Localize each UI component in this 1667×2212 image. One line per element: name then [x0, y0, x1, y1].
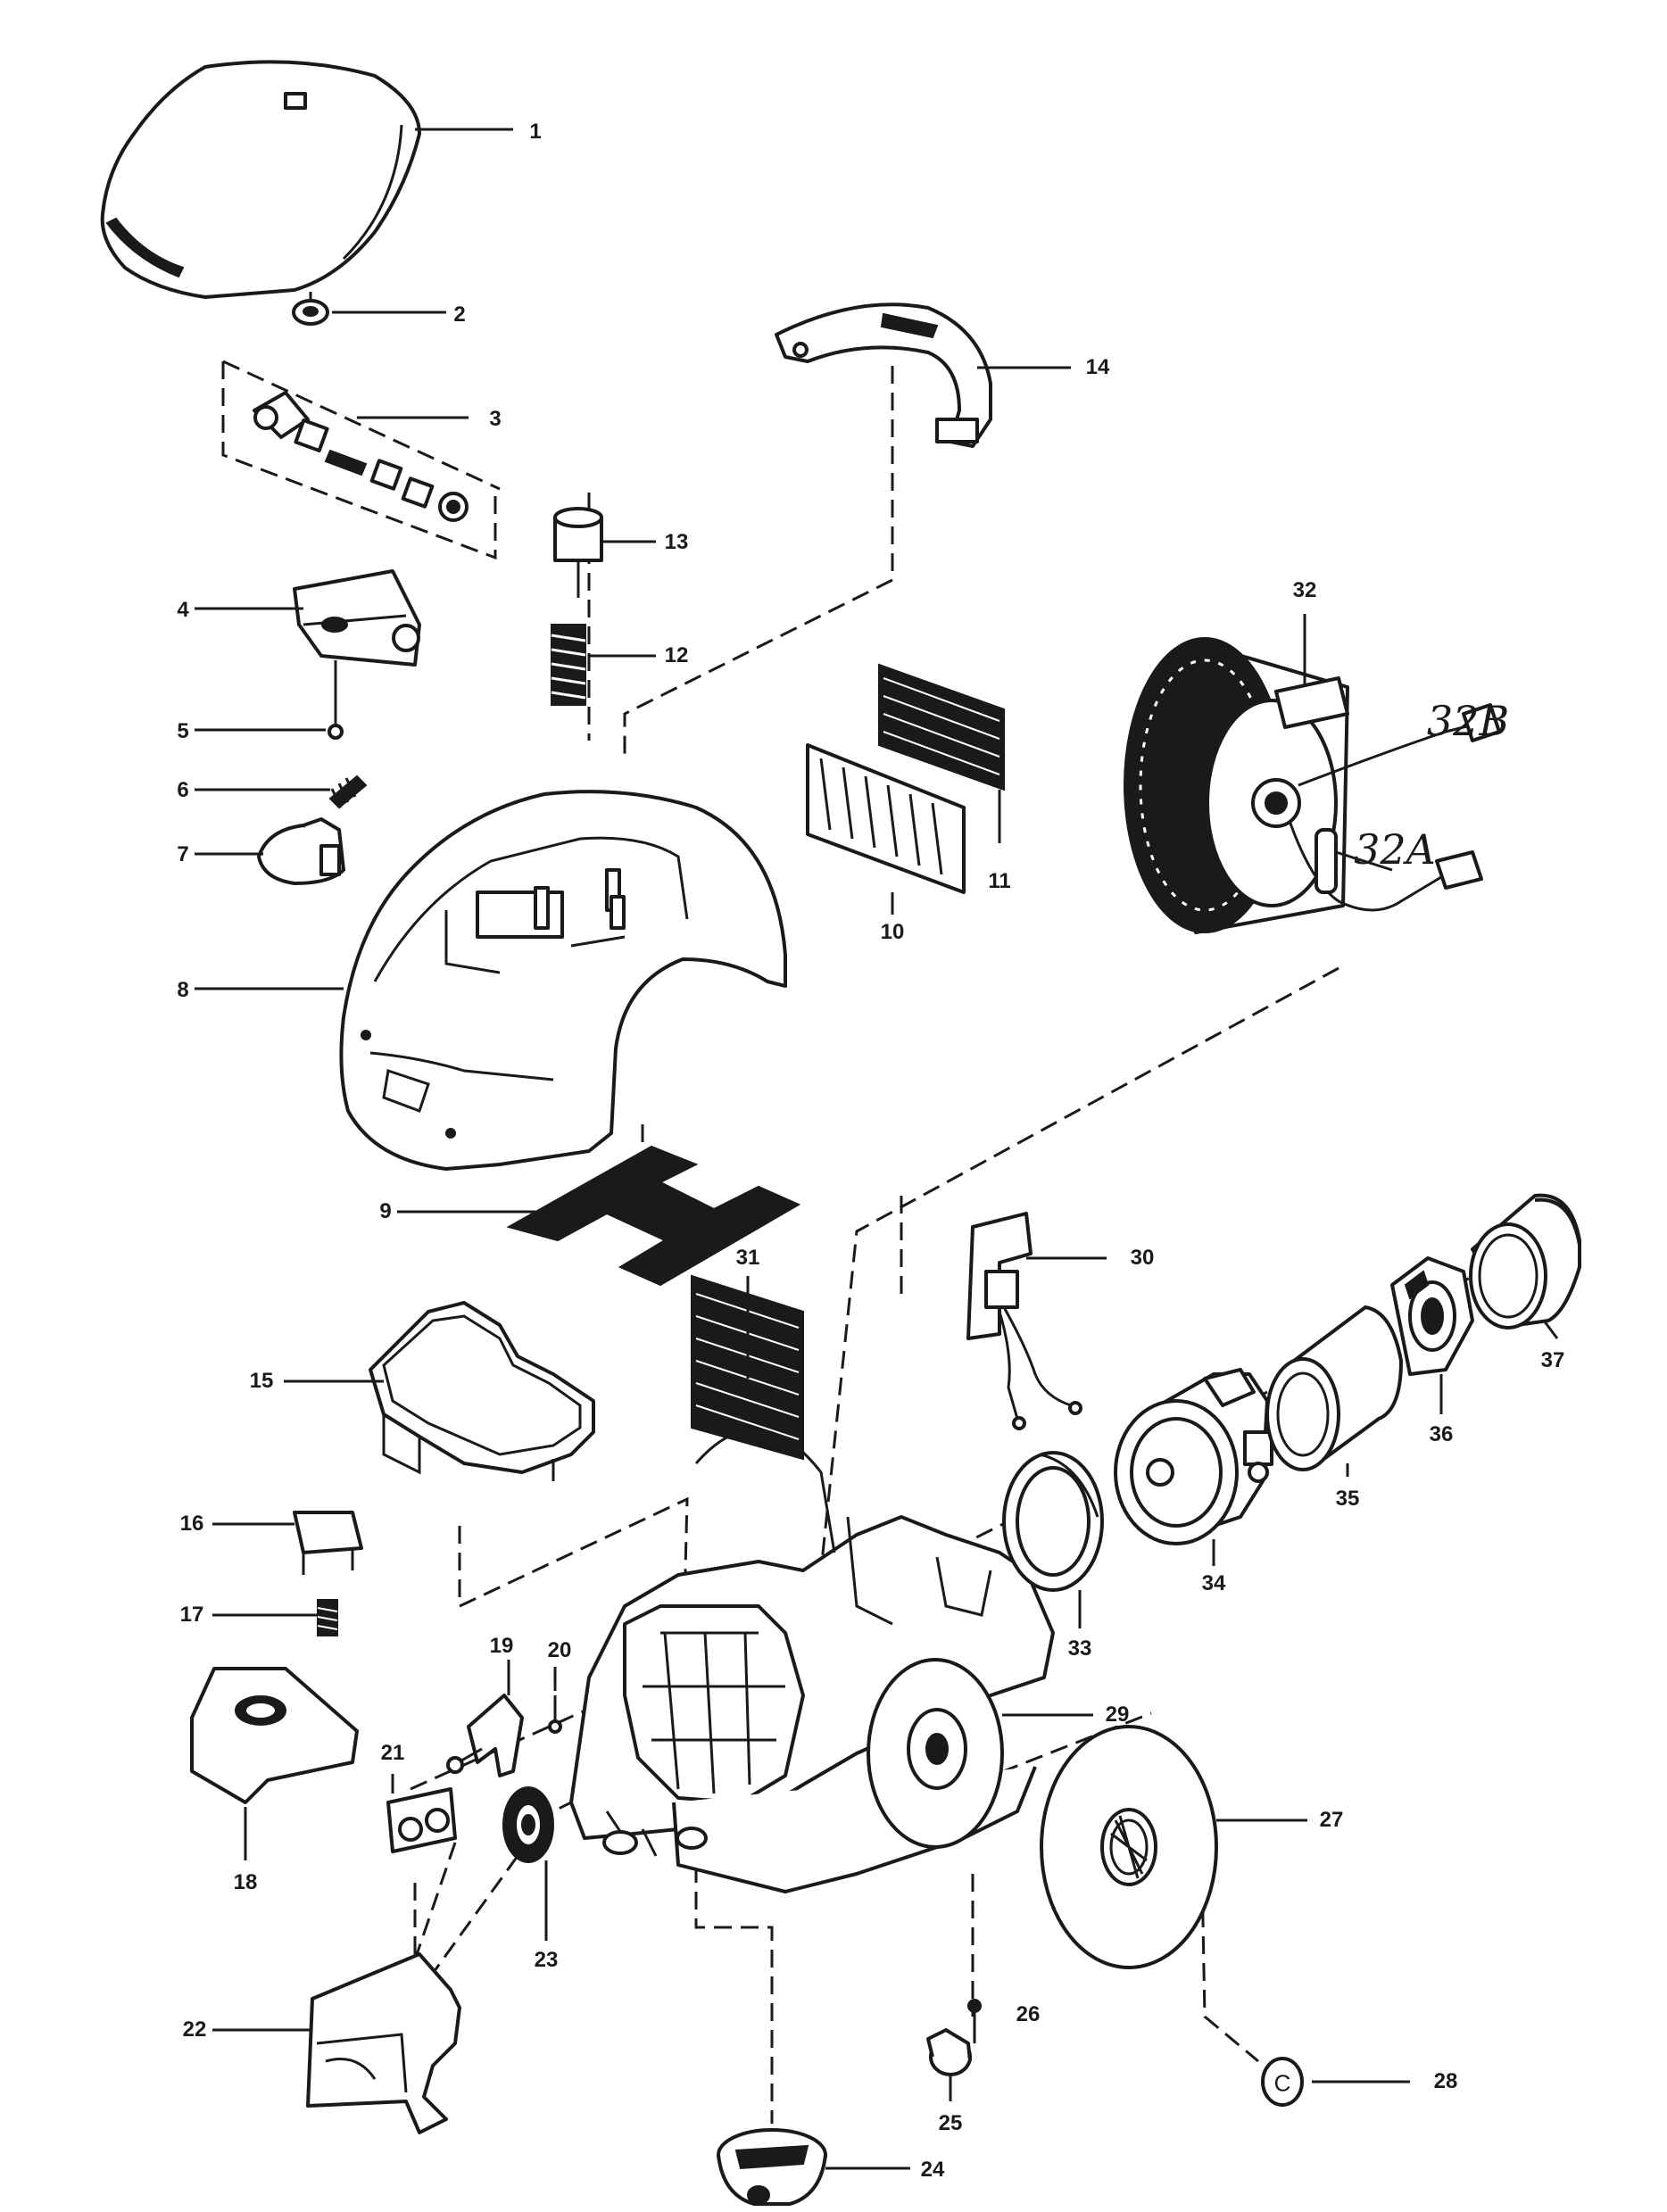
label-part-29: 29: [1105, 1702, 1130, 1727]
label-part-5: 5: [177, 719, 189, 743]
label-part-31: 31: [735, 1246, 760, 1270]
part-26-screw: [967, 1999, 982, 2043]
label-part-32: 32: [1292, 578, 1317, 602]
label-part-19: 19: [489, 1634, 514, 1658]
leader-lines: [195, 128, 1559, 2170]
part-2-washer: [292, 292, 329, 326]
part-25-knob: [926, 2028, 972, 2101]
label-part-2: 2: [453, 302, 466, 327]
part-13-cap: [553, 507, 603, 598]
part-19-lever: [446, 1694, 524, 1777]
label-part-20: 20: [547, 1638, 572, 1662]
part-5-screw: [328, 660, 344, 740]
part-11-filter: [878, 663, 1005, 791]
label-part-35: 35: [1335, 1487, 1360, 1511]
part-22-front-panel: [306, 1952, 461, 2134]
label-part-23: 23: [534, 1948, 559, 1972]
label-part-15: 15: [249, 1369, 274, 1393]
part-10-grille: [806, 743, 966, 894]
part-7-latch-button: [257, 817, 345, 885]
part-1-top-cover: [100, 60, 421, 299]
part-20-screw: [548, 1695, 562, 1734]
label-part-37: 37: [1540, 1348, 1565, 1372]
part-6-spring: [328, 775, 368, 809]
part-17-spring: [317, 1599, 338, 1636]
part-4-bracket: [293, 569, 421, 667]
part-29-main-body: [569, 1429, 1055, 1893]
part-37-end-cover: [1469, 1193, 1581, 1330]
label-part-17: 17: [179, 1603, 204, 1627]
label-part-18: 18: [233, 1870, 258, 1894]
label-part-27: 27: [1319, 1808, 1344, 1832]
part-12-spring: [551, 624, 586, 706]
label-part-21: 21: [380, 1741, 405, 1765]
part-21-switch: [386, 1787, 457, 1853]
hub-cap-letter: C: [1273, 2069, 1291, 2097]
label-part-6: 6: [177, 778, 189, 802]
label-part-3: 3: [489, 407, 502, 431]
label-part-1: 1: [529, 120, 542, 144]
part-36-bracket-ring: [1390, 1256, 1474, 1376]
part-3-latch-kit: [221, 361, 497, 560]
label-part-13: 13: [664, 530, 689, 554]
label-part-28: 28: [1433, 2069, 1458, 2093]
label-part-4: 4: [177, 598, 189, 622]
label-part-8: 8: [177, 978, 189, 1002]
part-8-housing: [339, 790, 787, 1171]
part-35-motor-filter: [1265, 1305, 1403, 1471]
handwritten-label-32b: 32B: [1426, 697, 1510, 745]
part-33-ring: [1002, 1451, 1104, 1592]
label-part-14: 14: [1085, 355, 1110, 379]
label-part-12: 12: [664, 643, 689, 667]
part-9-foam-filter: [506, 1145, 801, 1287]
label-part-7: 7: [177, 842, 189, 866]
part-15-gasket-tray: [369, 1301, 595, 1481]
part-24-caster: [717, 2128, 827, 2206]
label-part-22: 22: [182, 2017, 207, 2042]
label-part-36: 36: [1429, 1422, 1454, 1446]
label-part-34: 34: [1201, 1571, 1226, 1595]
label-part-10: 10: [880, 920, 905, 944]
part-27-wheel: [1040, 1725, 1218, 1969]
part-14-handle: [775, 302, 992, 448]
label-part-33: 33: [1067, 1636, 1092, 1661]
label-part-26: 26: [1016, 2002, 1041, 2026]
handwritten-label-32a: 32A: [1354, 825, 1436, 874]
label-part-30: 30: [1130, 1246, 1155, 1270]
label-part-16: 16: [179, 1512, 204, 1536]
part-28-hub-cap: [1261, 2057, 1304, 2107]
label-part-25: 25: [938, 2111, 963, 2135]
label-part-9: 9: [379, 1199, 392, 1223]
label-part-24: 24: [920, 2158, 945, 2182]
part-23-wheel: [502, 1786, 554, 1863]
part-32-cord-reel: [1124, 637, 1501, 934]
label-part-11: 11: [988, 869, 1011, 893]
part-30-switch-bracket: [966, 1212, 1082, 1430]
part-34-motor: [1114, 1368, 1273, 1545]
part-16-clip: [293, 1511, 363, 1575]
part-18-pedal: [190, 1667, 359, 1804]
